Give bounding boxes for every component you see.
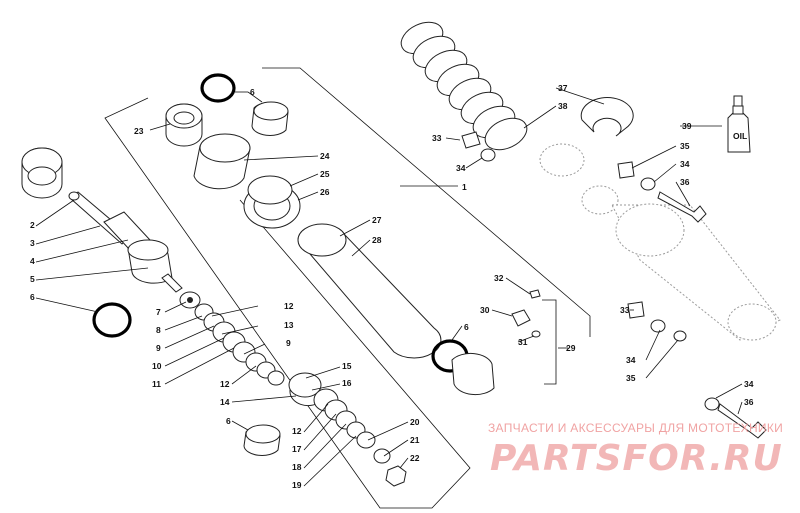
callout-36-lower: 36 [744, 397, 754, 407]
callout-6-top: 6 [250, 87, 255, 97]
callout-14: 14 [220, 397, 230, 407]
callout-32: 32 [494, 273, 504, 283]
callout-22: 22 [410, 453, 420, 463]
schrader-valve [511, 289, 541, 338]
frame-left [104, 97, 471, 509]
callout-18: 18 [292, 462, 302, 472]
callout-37: 37 [558, 83, 568, 93]
callout-20: 20 [410, 417, 420, 427]
upper-bolt [657, 191, 707, 223]
callout-2: 2 [30, 220, 35, 230]
callout-6-left: 6 [30, 292, 35, 302]
coil-spring [400, 21, 528, 151]
callout-33-upper: 33 [432, 133, 442, 143]
callout-34-bolt: 34 [744, 379, 754, 389]
callout-1: 1 [462, 182, 467, 192]
callout-25: 25 [320, 169, 330, 179]
callout-9-right: 9 [286, 338, 291, 348]
o-ring-left [92, 302, 132, 338]
callout-4: 4 [30, 256, 35, 266]
callout-30: 30 [480, 305, 490, 315]
callout-24: 24 [320, 151, 330, 161]
callout-11: 11 [152, 379, 161, 389]
callout-10: 10 [152, 361, 162, 371]
callout-12-a: 12 [284, 301, 294, 311]
callout-35-upper: 35 [680, 141, 690, 151]
callout-6-right: 6 [464, 322, 469, 332]
watermark-tagline: ЗАПЧАСТИ И АКСЕССУАРЫ ДЛЯ МОТОТЕХНИКИ [488, 421, 783, 435]
callout-34-upper-right: 34 [680, 159, 690, 169]
oil-bottle-label: OIL [733, 131, 747, 141]
watermark-brand: PARTSFOR.RU [490, 438, 783, 479]
callout-33-lower: 33 [620, 305, 630, 315]
spring-retainer-clip [580, 97, 634, 137]
frame-main [262, 67, 591, 337]
lower-bushings [627, 301, 687, 342]
callout-36-upper: 36 [680, 177, 690, 187]
callout-3: 3 [30, 238, 35, 248]
callout-6-lower: 6 [226, 416, 231, 426]
callout-19: 19 [292, 480, 302, 490]
callout-12-c: 12 [292, 426, 302, 436]
upper-bushings [461, 131, 656, 191]
callout-17: 17 [292, 444, 302, 454]
reservoir-cap [451, 352, 495, 396]
callout-15: 15 [342, 361, 352, 371]
callout-13: 13 [284, 320, 294, 330]
callout-labels: 1 2 3 4 5 6 6 6 6 7 8 9 9 10 11 12 12 12… [30, 83, 754, 490]
callout-31: 31 [518, 337, 528, 347]
lower-bolt [704, 397, 767, 439]
callout-8: 8 [156, 325, 161, 335]
callout-39: 39 [682, 121, 692, 131]
oil-bottle: OIL [727, 95, 751, 153]
callout-38: 38 [558, 101, 568, 111]
callout-34-lower: 34 [626, 355, 636, 365]
callout-5: 5 [30, 274, 35, 284]
shim-stack [179, 291, 407, 487]
callout-12-b: 12 [220, 379, 230, 389]
leader-lines [35, 87, 743, 487]
o-ring-top [200, 73, 236, 103]
callout-9-left: 9 [156, 343, 161, 353]
adjuster-nut [243, 175, 301, 229]
callout-23: 23 [134, 126, 144, 136]
callout-7: 7 [156, 307, 161, 317]
callout-35-lower: 35 [626, 373, 636, 383]
callout-27: 27 [372, 215, 382, 225]
shock-body-assembly [539, 143, 781, 341]
callout-29: 29 [566, 343, 576, 353]
callout-16: 16 [342, 378, 352, 388]
callout-34-upper-left: 34 [456, 163, 466, 173]
callout-21: 21 [410, 435, 420, 445]
callout-26: 26 [320, 187, 330, 197]
callout-28: 28 [372, 235, 382, 245]
